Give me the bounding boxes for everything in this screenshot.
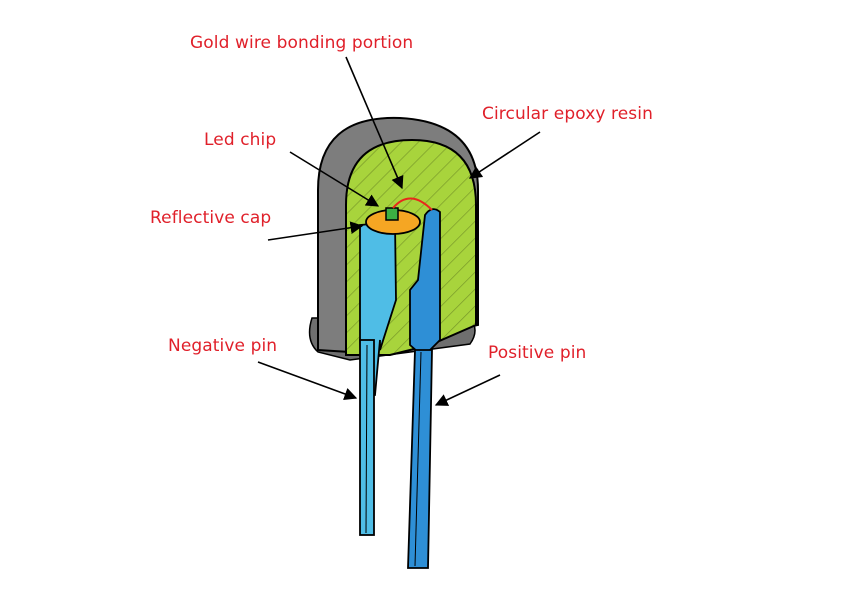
label-reflective-cap: Reflective cap xyxy=(150,208,272,228)
arrow-negative-pin xyxy=(257,361,358,401)
label-led-chip: Led chip xyxy=(204,130,277,150)
arrow-led-chip xyxy=(289,151,380,207)
arrow-epoxy xyxy=(468,131,541,179)
gold-wire xyxy=(392,197,433,211)
label-negative-pin: Negative pin xyxy=(168,336,278,356)
label-gold-wire: Gold wire bonding portion xyxy=(190,33,414,53)
label-positive-pin: Positive pin xyxy=(488,343,587,363)
positive-pin-leg xyxy=(407,349,433,569)
arrow-positive-pin xyxy=(434,374,501,406)
label-epoxy: Circular epoxy resin xyxy=(482,104,653,124)
led-chip xyxy=(385,207,399,221)
arrow-gold-wire xyxy=(345,56,404,190)
positive-lead-body xyxy=(409,208,441,353)
arrow-reflective-cap xyxy=(267,221,364,241)
